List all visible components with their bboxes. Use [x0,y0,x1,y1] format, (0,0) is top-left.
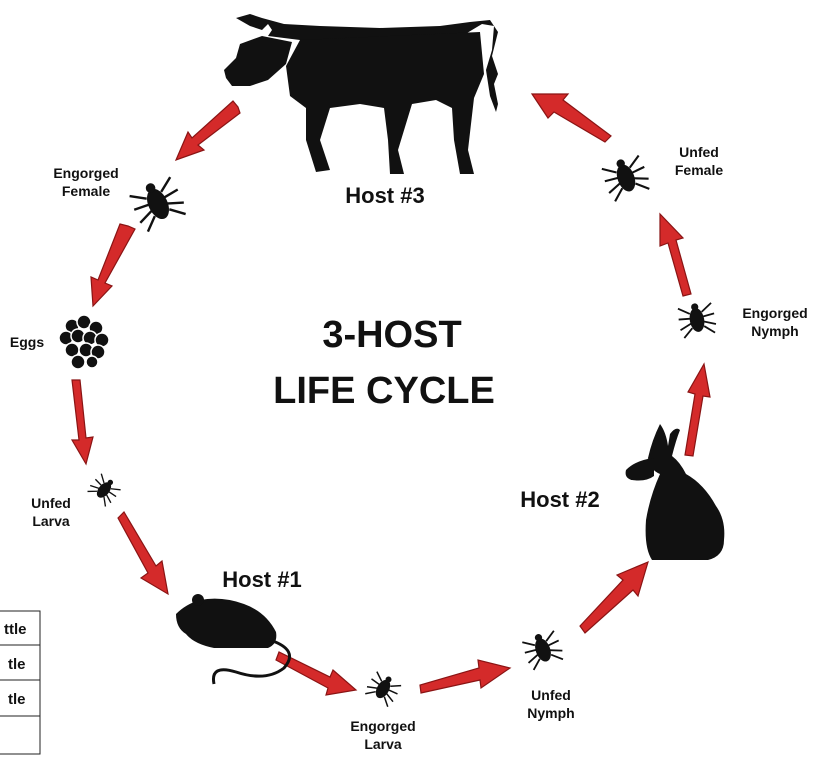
arrow-icon [118,512,168,594]
arrow-icon [660,214,691,296]
host2-label: Host #2 [520,487,599,512]
tick-unfed-larva-icon [86,472,122,508]
arrow-icon [91,224,135,306]
engorged-female-label-line2: Female [62,183,110,199]
tick-engorged-larva-icon [364,669,403,707]
unfed-larva-label-line2: Larva [32,513,70,529]
table-row: tle [8,656,26,673]
engorged-nymph-label-line1: Engorged [742,305,807,321]
cow-icon [224,14,498,174]
table-row: ttle [4,621,27,638]
arrow-icon [420,660,510,693]
rabbit-icon [626,424,725,560]
arrow-icon [176,101,240,160]
tick-unfed-nymph-icon [520,628,565,671]
engorged-larva-label-line2: Larva [364,736,402,752]
center-title-line1: 3-HOST [322,314,461,356]
engorged-nymph-label-line2: Nymph [751,323,798,339]
engorged-female-label-line1: Engorged [53,165,118,181]
host3-label: Host #3 [345,183,424,208]
engorged-larva-label-line1: Engorged [350,718,415,734]
eggs-label: Eggs [10,334,44,350]
unfed-female-label-line2: Female [675,162,723,178]
table-row: tle [8,691,26,708]
tick-engorged-female-icon [127,174,189,233]
unfed-nymph-label-line1: Unfed [531,687,571,703]
unfed-nymph-label-line2: Nymph [527,705,574,721]
unfed-larva-label-line1: Unfed [31,495,71,511]
tick-unfed-female-icon [600,152,652,202]
partial-table: ttle tle tle [0,611,40,754]
mouse-icon [176,594,290,684]
host1-label: Host #1 [222,567,301,592]
arrow-icon [685,364,710,456]
tick-engorged-nymph-icon [676,300,717,338]
arrow-icon [72,380,93,464]
eggs-icon [59,315,109,369]
center-title-line2: LIFE CYCLE [273,370,495,412]
arrow-icon [580,562,648,633]
unfed-female-label-line1: Unfed [679,144,719,160]
arrow-icon [532,94,611,142]
